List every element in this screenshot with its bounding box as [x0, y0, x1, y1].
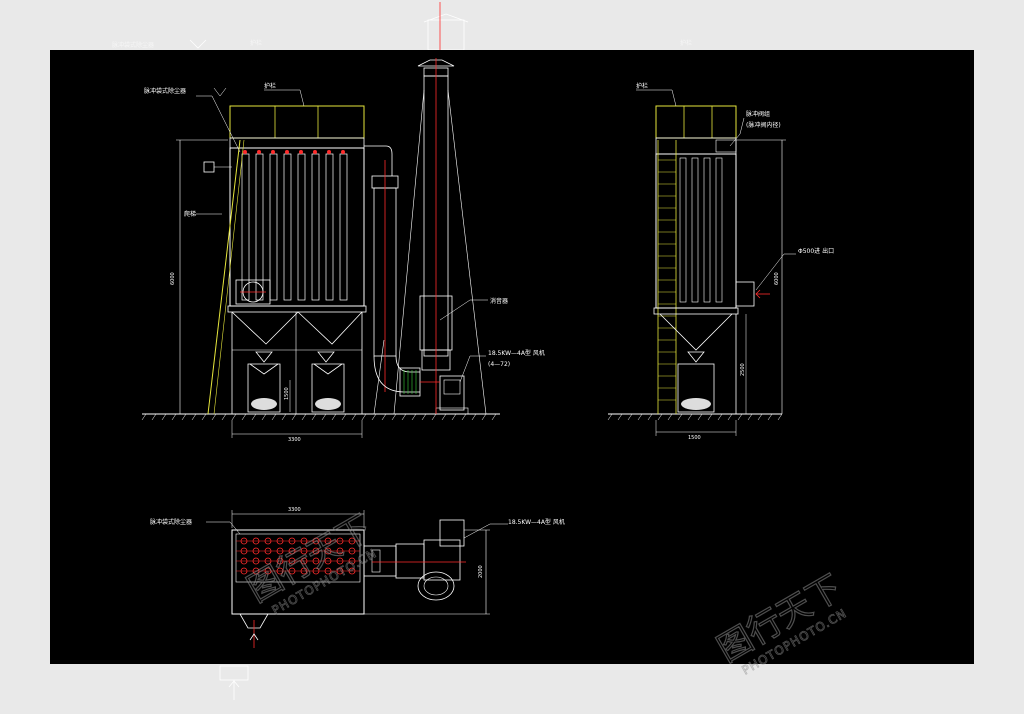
label-chimney-pipe: 消音器: [490, 297, 508, 305]
label-fan: 18.5KW—4A型 风机: [488, 349, 545, 357]
dim-side-lower: 2500: [740, 363, 746, 376]
outside-label-platform: 护栏: [250, 39, 262, 47]
dim-plan-depth: 2000: [478, 565, 484, 578]
dim-front-width: 3300: [288, 437, 301, 443]
label-plan-collector: 脉冲袋式除尘器: [150, 518, 192, 526]
side-elevation: 6000 2500 1500 护栏 脉冲阀组 (脉冲阀内径) Φ500进 出口: [607, 82, 834, 441]
dim-side-width: 1500: [688, 435, 701, 441]
plan-view: 3300 2000 脉冲袋式除尘器 18.5KW—4A型 风机: [150, 507, 565, 648]
label-plan-fan: 18.5KW—4A型 风机: [508, 518, 565, 526]
outside-label-collector: 脉冲袋式除尘器: [112, 41, 154, 49]
label-blowback-sub: (脉冲阀内径): [746, 121, 781, 129]
label-blowback-valve: 脉冲阀组: [746, 110, 770, 118]
label-ladder: 爬梯: [184, 210, 196, 218]
drawing-panel: [50, 50, 974, 664]
dim-front-hopper: 1500: [284, 387, 290, 400]
front-elevation: 6000 1500 3300: [141, 58, 545, 443]
label-side-platform: 护栏: [636, 82, 648, 90]
outside-label-platform-right: 护栏: [680, 39, 692, 47]
dim-side-height: 6000: [774, 272, 780, 285]
dim-front-height: 6000: [170, 272, 176, 285]
label-inlet: Φ500进 出口: [798, 247, 834, 255]
dim-plan-width: 3300: [288, 507, 301, 513]
label-dust-collector: 脉冲袋式除尘器: [144, 87, 186, 95]
label-platform: 护栏: [264, 82, 276, 90]
label-fan-sub: (4—72): [488, 361, 510, 368]
